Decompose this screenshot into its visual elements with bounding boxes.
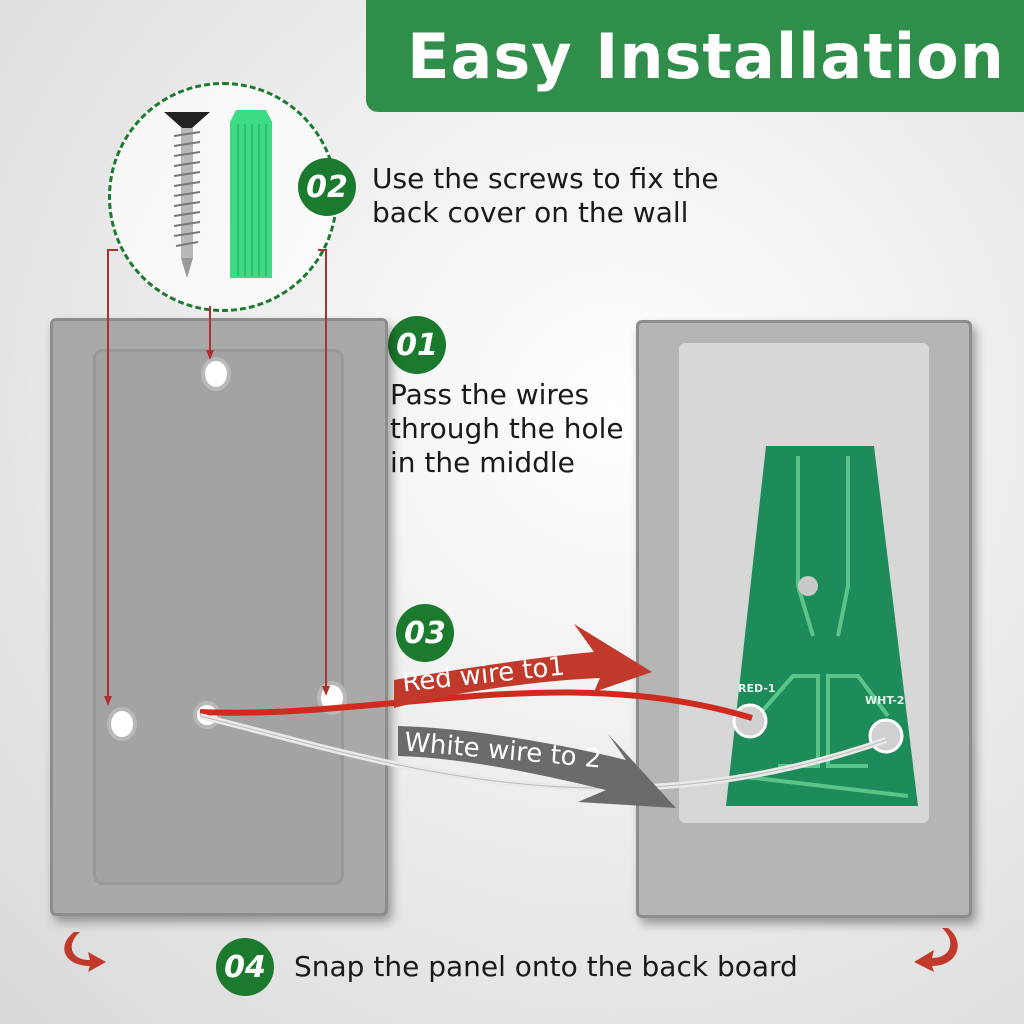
wall-anchor-icon: [230, 110, 272, 278]
page-title: Easy Installation: [407, 19, 1005, 93]
back-cover-inner: [93, 349, 344, 885]
curved-arrow-right-icon: [914, 928, 958, 972]
step-01-line-3: in the middle: [390, 446, 575, 479]
step-04-text: Snap the panel onto the back board: [294, 950, 798, 983]
step-02-line-2: back cover on the wall: [372, 196, 689, 229]
terminal-2-label: WHT-2: [865, 694, 905, 707]
curved-arrow-left-icon: [64, 932, 106, 972]
step-02-text: Use the screws to fix the back cover on …: [372, 162, 719, 230]
circuit-board: [726, 446, 918, 806]
step-03-badge: 03: [396, 604, 454, 662]
step-01-badge: 01: [388, 316, 446, 374]
step-01-text: Pass the wires through the hole in the m…: [390, 378, 624, 480]
white-wire-arrow: [398, 726, 676, 808]
step-04-badge: 04: [216, 938, 274, 996]
step-02-line-1: Use the screws to fix the: [372, 162, 719, 195]
step-01-line-2: through the hole: [390, 412, 624, 445]
red-wire-arrow: [394, 624, 652, 708]
title-banner: Easy Installation: [366, 0, 1024, 112]
step-02-badge: 02: [298, 158, 356, 216]
back-cover-panel: [50, 318, 388, 916]
screw-icon: [164, 112, 210, 278]
top-screw-hole: [201, 357, 231, 391]
left-screw-hole: [107, 707, 137, 741]
step-01-line-1: Pass the wires: [390, 378, 590, 411]
terminal-1-label: RED-1: [738, 682, 776, 695]
